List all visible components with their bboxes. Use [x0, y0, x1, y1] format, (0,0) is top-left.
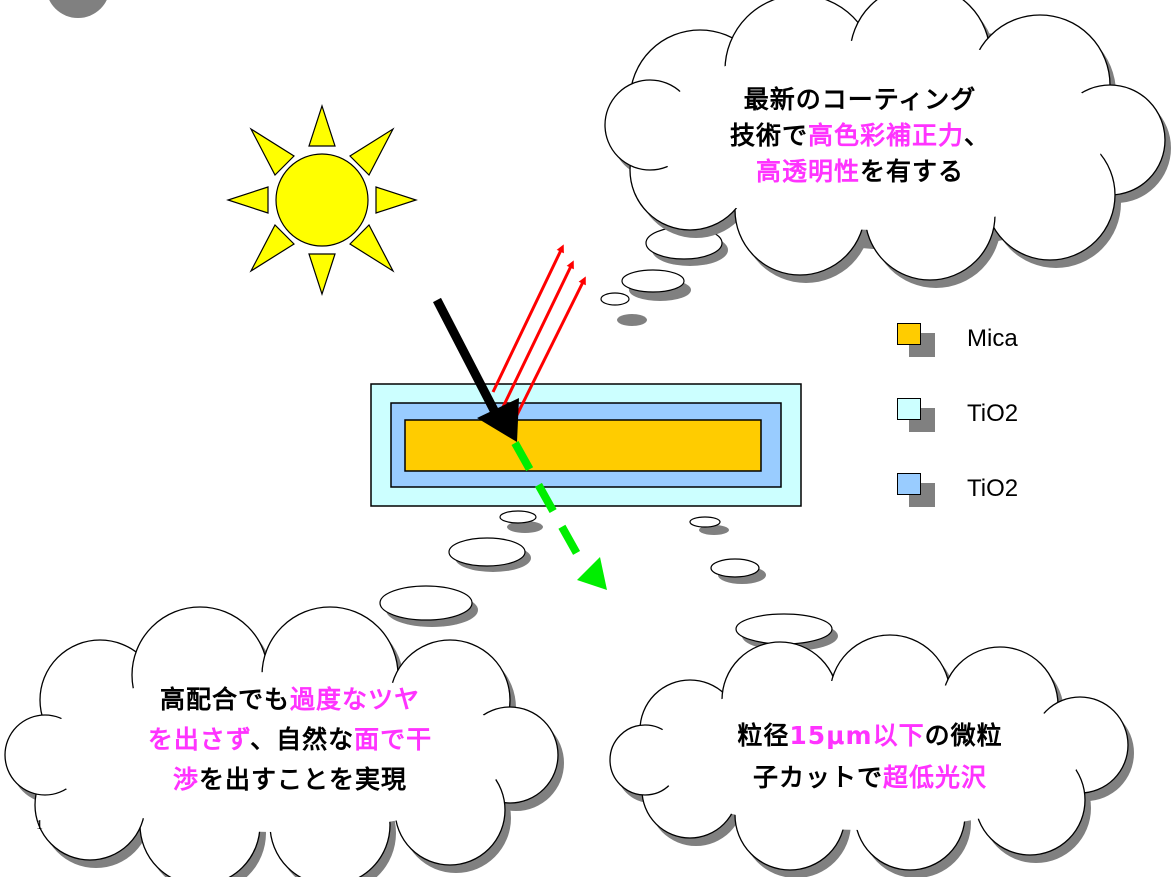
reflected-light-arrows: [491, 244, 586, 424]
mica-core: [404, 419, 762, 472]
text-segment: 、自然な: [250, 725, 355, 754]
text-segment: を出すことを実現: [199, 765, 408, 794]
legend-label: TiO2: [967, 400, 1019, 427]
bubble-line: 技術で高色彩補正力、: [680, 118, 1040, 154]
page-number: 1: [36, 818, 43, 833]
bubble-line: を出さず、自然な面で干: [90, 720, 490, 760]
bubble-line: 子カットで超低光沢: [680, 757, 1060, 799]
text-segment: 粒径: [737, 721, 790, 750]
top-bubble-trail: [600, 226, 728, 326]
highlight-segment: 高透明性: [755, 157, 860, 186]
top-right-bubble-text: 最新のコーティング 技術で高色彩補正力、 高透明性を有する: [680, 82, 1040, 190]
bubble-line: 粒径15μm以下の微粒: [680, 715, 1060, 757]
text-segment: 高配合でも: [159, 685, 290, 714]
sun-icon: [226, 104, 418, 296]
legend-label: TiO2: [967, 475, 1019, 502]
decorative-circle: [49, 0, 107, 18]
bottom-right-cloud: [609, 634, 1134, 877]
highlight-segment: 超低光沢: [883, 763, 988, 792]
bottom-left-bubble-text: 高配合でも過度なツヤ を出さず、自然な面で干 渉を出すことを実現: [90, 680, 490, 800]
legend-label: Mica: [967, 325, 1018, 352]
highlight-segment: 過度なツヤ: [290, 685, 421, 714]
transmitted-light-arrow: [511, 441, 607, 590]
legend-swatch: [897, 398, 937, 434]
highlight-segment: を出さず: [147, 725, 251, 754]
bubble-line: 高配合でも過度なツヤ: [90, 680, 490, 720]
highlight-segment: 面で干: [354, 725, 433, 754]
bottom-right-bubble-text: 粒径15μm以下の微粒 子カットで超低光沢: [680, 715, 1060, 799]
bottom-right-bubble-trail: [689, 516, 838, 651]
text-segment: を有する: [860, 157, 965, 186]
legend-swatch: [897, 323, 937, 359]
highlight-segment: 渉: [172, 765, 199, 794]
highlight-segment: 高色彩補正力: [807, 121, 964, 150]
legend-swatch: [897, 473, 937, 509]
text-segment: 子カットで: [752, 763, 883, 792]
text-segment: 技術で: [729, 121, 808, 150]
text-segment: 、: [964, 121, 991, 150]
text-segment: の微粒: [924, 721, 1003, 750]
bubble-line: 高透明性を有する: [680, 154, 1040, 190]
top-right-cloud: [604, 0, 1171, 288]
bottom-left-bubble-trail: [379, 510, 543, 627]
bubble-line: 最新のコーティング: [680, 82, 1040, 118]
incident-light-arrow: [433, 297, 519, 442]
text-segment: 最新のコーティング: [743, 85, 977, 114]
highlight-segment: 15μm以下: [789, 721, 925, 750]
bubble-line: 渉を出すことを実現: [90, 760, 490, 800]
pigment-layers: [370, 383, 802, 507]
bottom-left-cloud: [4, 606, 564, 877]
